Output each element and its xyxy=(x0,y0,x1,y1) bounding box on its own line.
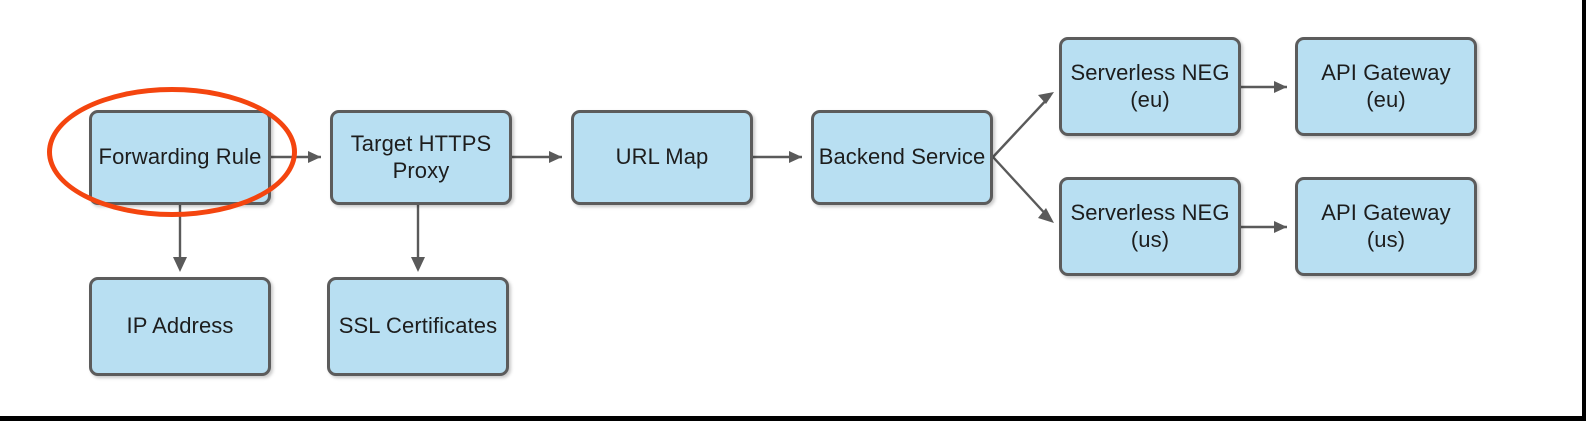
frame-border-right xyxy=(1582,0,1586,421)
edge-backend-service-to-serverless-neg-us xyxy=(992,156,1051,220)
edge-forwarding-rule-to-target-https-proxy-arrowhead xyxy=(308,151,321,163)
node-api-gateway-eu[interactable]: API Gateway (eu) xyxy=(1295,37,1477,136)
edge-target-https-proxy-to-url-map-arrowhead xyxy=(549,151,562,163)
node-serverless-neg-us[interactable]: Serverless NEG (us) xyxy=(1059,177,1241,276)
edge-backend-service-to-serverless-neg-eu-arrowhead xyxy=(1038,92,1054,104)
edge-backend-service-to-serverless-neg-us-arrowhead xyxy=(1038,208,1054,223)
node-api-gateway-us[interactable]: API Gateway (us) xyxy=(1295,177,1477,276)
node-ip-address[interactable]: IP Address xyxy=(89,277,271,376)
node-target-https-proxy[interactable]: Target HTTPS Proxy xyxy=(330,110,512,205)
node-ssl-certificates[interactable]: SSL Certificates xyxy=(327,277,509,376)
edge-forwarding-rule-to-ip-address-arrowhead xyxy=(173,257,187,272)
edge-backend-service-to-serverless-neg-eu xyxy=(992,95,1051,158)
node-forwarding-rule[interactable]: Forwarding Rule xyxy=(89,110,271,205)
edge-serverless-neg-us-to-api-gateway-us-arrowhead xyxy=(1274,221,1287,233)
edge-url-map-to-backend-service-arrowhead xyxy=(789,151,802,163)
edge-serverless-neg-eu-to-api-gateway-eu-arrowhead xyxy=(1274,81,1287,93)
edge-target-https-proxy-to-ssl-certificates-arrowhead xyxy=(411,257,425,272)
node-backend-service[interactable]: Backend Service xyxy=(811,110,993,205)
frame-border-bottom xyxy=(0,416,1586,421)
node-url-map[interactable]: URL Map xyxy=(571,110,753,205)
node-serverless-neg-eu[interactable]: Serverless NEG (eu) xyxy=(1059,37,1241,136)
